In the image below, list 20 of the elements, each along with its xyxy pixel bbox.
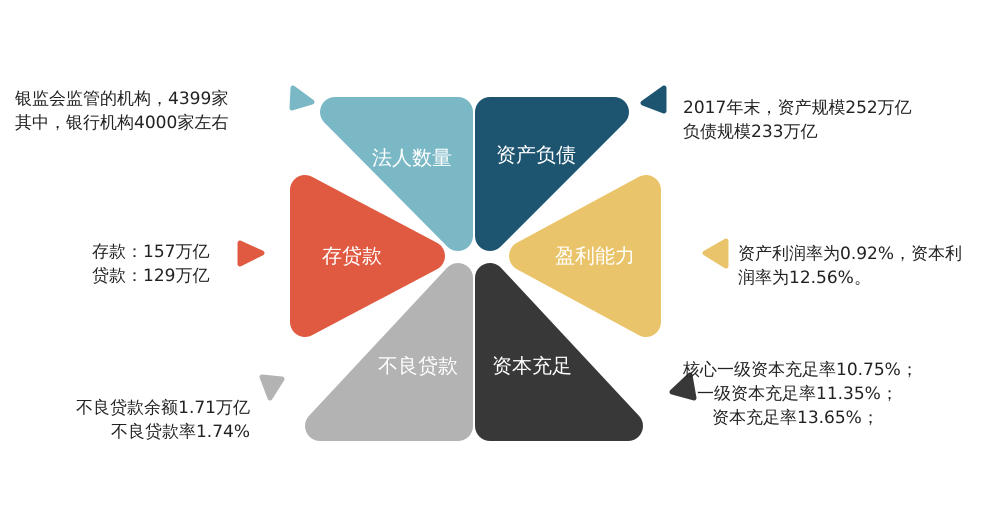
description-text: 其中，银行机构4000家左右 — [15, 112, 228, 135]
description-text: 资产利润率为0.92%，资本利润率为12.56%。 — [738, 243, 964, 290]
description-text: 不良贷款率1.74% — [110, 421, 250, 444]
description-text: 银监会监管的机构，4399家 — [15, 88, 228, 111]
description-text: 一级资本充足率11.35%； — [697, 383, 898, 406]
description-text: 负债规模233万亿 — [683, 121, 818, 144]
description-text: 资本充足率13.65%； — [712, 407, 879, 430]
segment-label: 存贷款 — [322, 242, 382, 270]
segment-label: 不良贷款 — [378, 352, 458, 380]
description-text: 存款：157万亿 — [92, 241, 210, 264]
description-text: 不良贷款余额1.71万亿 — [76, 397, 250, 420]
description-text: 2017年末，资产规模252万亿 — [683, 97, 912, 120]
segment-label: 资本充足 — [492, 352, 572, 380]
rounded-triangle — [289, 174, 446, 338]
segment-label: 资产负债 — [496, 142, 576, 168]
rounded-triangle — [508, 174, 662, 338]
description-text: 核心一级资本充足率10.75%； — [683, 359, 918, 382]
segment-label: 盈利能力 — [555, 242, 635, 270]
segment-label: 法人数量 — [372, 144, 452, 172]
description-text: 贷款：129万亿 — [92, 265, 210, 288]
